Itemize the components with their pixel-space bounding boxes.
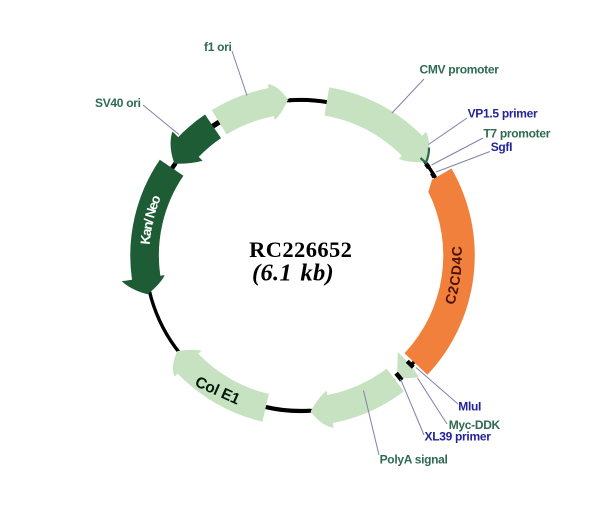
svg-text:VP1.5 primer: VP1.5 primer	[468, 107, 538, 121]
svg-text:T7 promoter: T7 promoter	[483, 127, 550, 141]
svg-text:CMV promoter: CMV promoter	[420, 63, 500, 77]
svg-text:SV40 ori: SV40 ori	[95, 96, 141, 110]
svg-text:XL39 primer: XL39 primer	[425, 430, 492, 444]
svg-text:MluI: MluI	[458, 400, 481, 414]
svg-text:SgfI: SgfI	[491, 140, 512, 154]
svg-text:f1 ori: f1 ori	[204, 40, 232, 54]
svg-text:(6.1 kb): (6.1 kb)	[252, 260, 334, 287]
svg-text:Myc-DDK: Myc-DDK	[449, 418, 501, 432]
svg-text:PolyA signal: PolyA signal	[380, 453, 448, 467]
svg-text:RC226652: RC226652	[249, 237, 352, 262]
